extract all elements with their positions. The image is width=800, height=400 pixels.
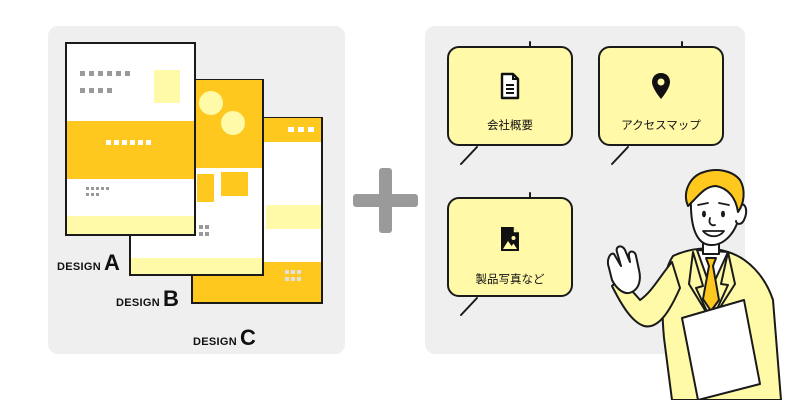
image-file-icon bbox=[498, 225, 522, 257]
plus-icon bbox=[353, 168, 418, 233]
product-photos-bubble: 製品写真など bbox=[447, 197, 573, 297]
access-map-bubble: アクセスマップ bbox=[598, 46, 724, 146]
access-map-label: アクセスマップ bbox=[621, 118, 701, 132]
map-pin-icon bbox=[651, 72, 671, 104]
design-samples-panel bbox=[48, 26, 345, 354]
product-photos-label: 製品写真など bbox=[475, 272, 545, 286]
company-overview-label: 会社概要 bbox=[487, 118, 533, 132]
document-icon bbox=[499, 72, 521, 104]
company-overview-bubble: 会社概要 bbox=[447, 46, 573, 146]
